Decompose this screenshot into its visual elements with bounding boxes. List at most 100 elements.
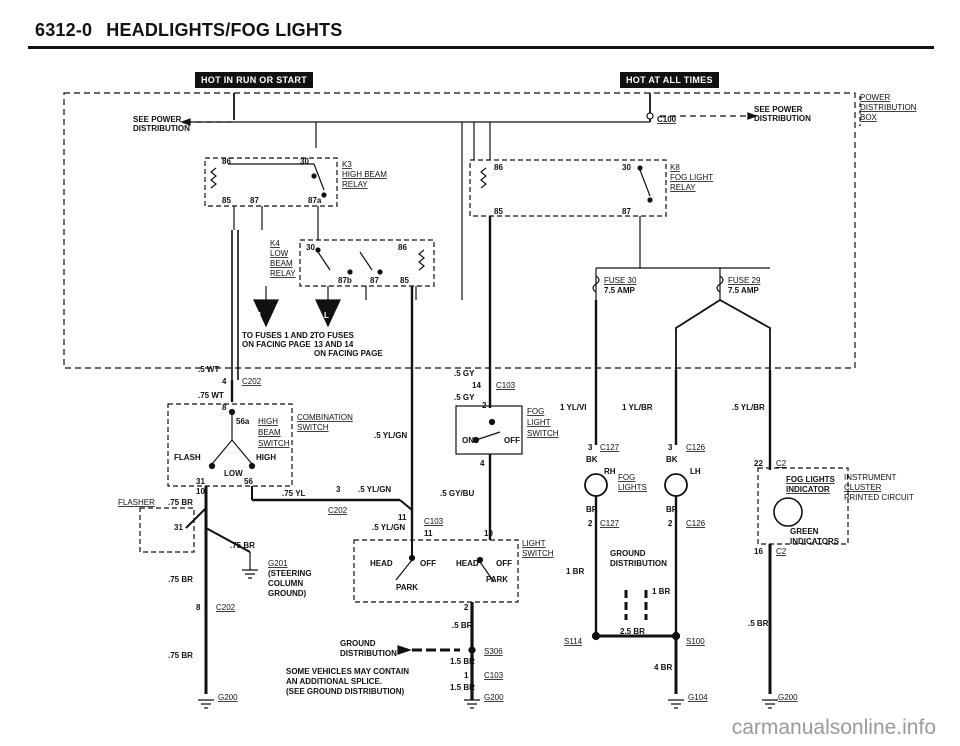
label: GROUND xyxy=(340,639,376,648)
ground-label: G104 xyxy=(688,693,708,702)
label: L xyxy=(324,311,329,320)
label: FUSE 29 xyxy=(728,276,761,285)
wire-label: .5 YL/GN xyxy=(374,431,407,440)
pin-label: 8 xyxy=(222,403,227,412)
arrow-see-power-left xyxy=(180,118,191,126)
title-rule xyxy=(28,46,934,49)
label: LIGHT xyxy=(527,418,551,427)
label: K3 xyxy=(342,160,352,169)
flasher-box xyxy=(139,507,195,553)
splice-label: S100 xyxy=(686,637,705,646)
pin-label: 2 xyxy=(668,519,673,528)
ground-label: G200 xyxy=(778,693,798,702)
pin-label: 86 xyxy=(398,243,407,252)
banner-hot-in-run: HOT IN RUN OR START xyxy=(195,72,314,88)
pin-label: 11 xyxy=(398,513,407,522)
connector-label: C103 xyxy=(424,517,444,526)
label: ON xyxy=(462,436,474,445)
banner-hot-at-all-times: HOT AT ALL TIMES xyxy=(620,72,719,88)
light-switch-box xyxy=(353,539,519,603)
g201-ground-symbol xyxy=(242,569,258,579)
label: LH xyxy=(690,467,701,476)
wire-label: .5 GY xyxy=(454,393,475,402)
fog-light-switch-box xyxy=(455,405,523,455)
wire-label: 4 BR xyxy=(654,663,672,672)
splice-label: S306 xyxy=(484,647,503,656)
label: LOW xyxy=(270,249,289,258)
connector-label: C202 xyxy=(216,603,236,612)
k3-coil xyxy=(210,167,217,189)
label: INSTRUMENT xyxy=(844,473,897,482)
pin-label: 56 xyxy=(244,477,253,486)
label: HEAD xyxy=(370,559,393,568)
fog-lights-indicator-lamp xyxy=(773,497,803,527)
k8-coil xyxy=(480,167,487,189)
connector-label: C103 xyxy=(496,381,516,390)
combination-switch-box xyxy=(167,403,293,487)
label: BR xyxy=(586,505,598,514)
wire-label: 1 BR xyxy=(652,587,670,596)
section-code: 6312-0 xyxy=(35,20,93,40)
label: RH xyxy=(604,467,616,476)
fog-light-lh xyxy=(664,473,688,497)
wire-label: .75 WT xyxy=(198,391,224,400)
pin-label: 16 xyxy=(754,547,763,556)
label: SEE POWER xyxy=(754,105,803,114)
pin-label: 2 xyxy=(464,603,469,612)
pin-label: 85 xyxy=(222,196,231,205)
wire-label: .5 YL/BR xyxy=(732,403,765,412)
wire-label: .5 GY/BU xyxy=(440,489,474,498)
wire-label: .5 YL/GN xyxy=(372,523,405,532)
label: RELAY xyxy=(670,183,696,192)
label: 13 AND 14 xyxy=(314,340,354,349)
k4-low-beam-relay xyxy=(299,239,435,287)
wire-label: .75 YL xyxy=(282,489,306,498)
pin-label: 30 xyxy=(300,157,309,166)
label: C100 xyxy=(657,115,677,124)
pin-label: 31 xyxy=(174,523,183,532)
label: DISTRIBUTION xyxy=(610,559,667,568)
k8-fog-light-relay xyxy=(469,159,667,217)
label: PRINTED CIRCUIT xyxy=(844,493,914,502)
label: LOW xyxy=(224,469,243,478)
pin-label: 86 xyxy=(494,163,503,172)
fog-light-rh xyxy=(584,473,608,497)
label: CLUSTER xyxy=(844,483,882,492)
label: TO FUSES xyxy=(314,331,355,340)
connector-label: C126 xyxy=(686,443,706,452)
label: GROUND) xyxy=(268,589,307,598)
fuse-30-symbol xyxy=(592,275,600,293)
label: OFF xyxy=(496,559,512,568)
pin-label: 22 xyxy=(754,459,763,468)
ground-label: G200 xyxy=(484,693,504,702)
label: RELAY xyxy=(342,180,368,189)
label: K8 xyxy=(670,163,680,172)
k4-coil xyxy=(418,249,425,271)
pin-label: 2 xyxy=(588,519,593,528)
label: 7.5 AMP xyxy=(728,286,759,295)
label: FOG xyxy=(527,407,544,416)
label: G201 xyxy=(268,559,288,568)
wire-label: 1.5 BR xyxy=(450,683,475,692)
pin-label: 87 xyxy=(370,276,379,285)
label: PARK xyxy=(486,575,508,584)
label: POWER xyxy=(860,93,890,102)
pin-label: 2 xyxy=(482,401,487,410)
label: DISTRIBUTION xyxy=(860,103,917,112)
label: DISTRIBUTION xyxy=(754,114,811,123)
pin-label: 10 xyxy=(196,487,205,496)
wire-label: .5 GY xyxy=(454,369,475,378)
pin-label: 87 xyxy=(622,207,631,216)
pin-label: 87a xyxy=(308,196,322,205)
connector-label: C2 xyxy=(776,459,787,468)
label: FOG LIGHTS xyxy=(786,475,836,484)
label: OFF xyxy=(504,436,520,445)
label: BEAM xyxy=(258,428,281,437)
connector-label: C202 xyxy=(242,377,262,386)
connector-label: C2 xyxy=(776,547,787,556)
label: GREEN xyxy=(790,527,819,536)
label: RELAY xyxy=(270,269,296,278)
wire-label: .75 BR xyxy=(230,541,255,550)
g200-ground-symbol-left xyxy=(198,699,214,709)
label: SEE POWER xyxy=(133,115,182,124)
